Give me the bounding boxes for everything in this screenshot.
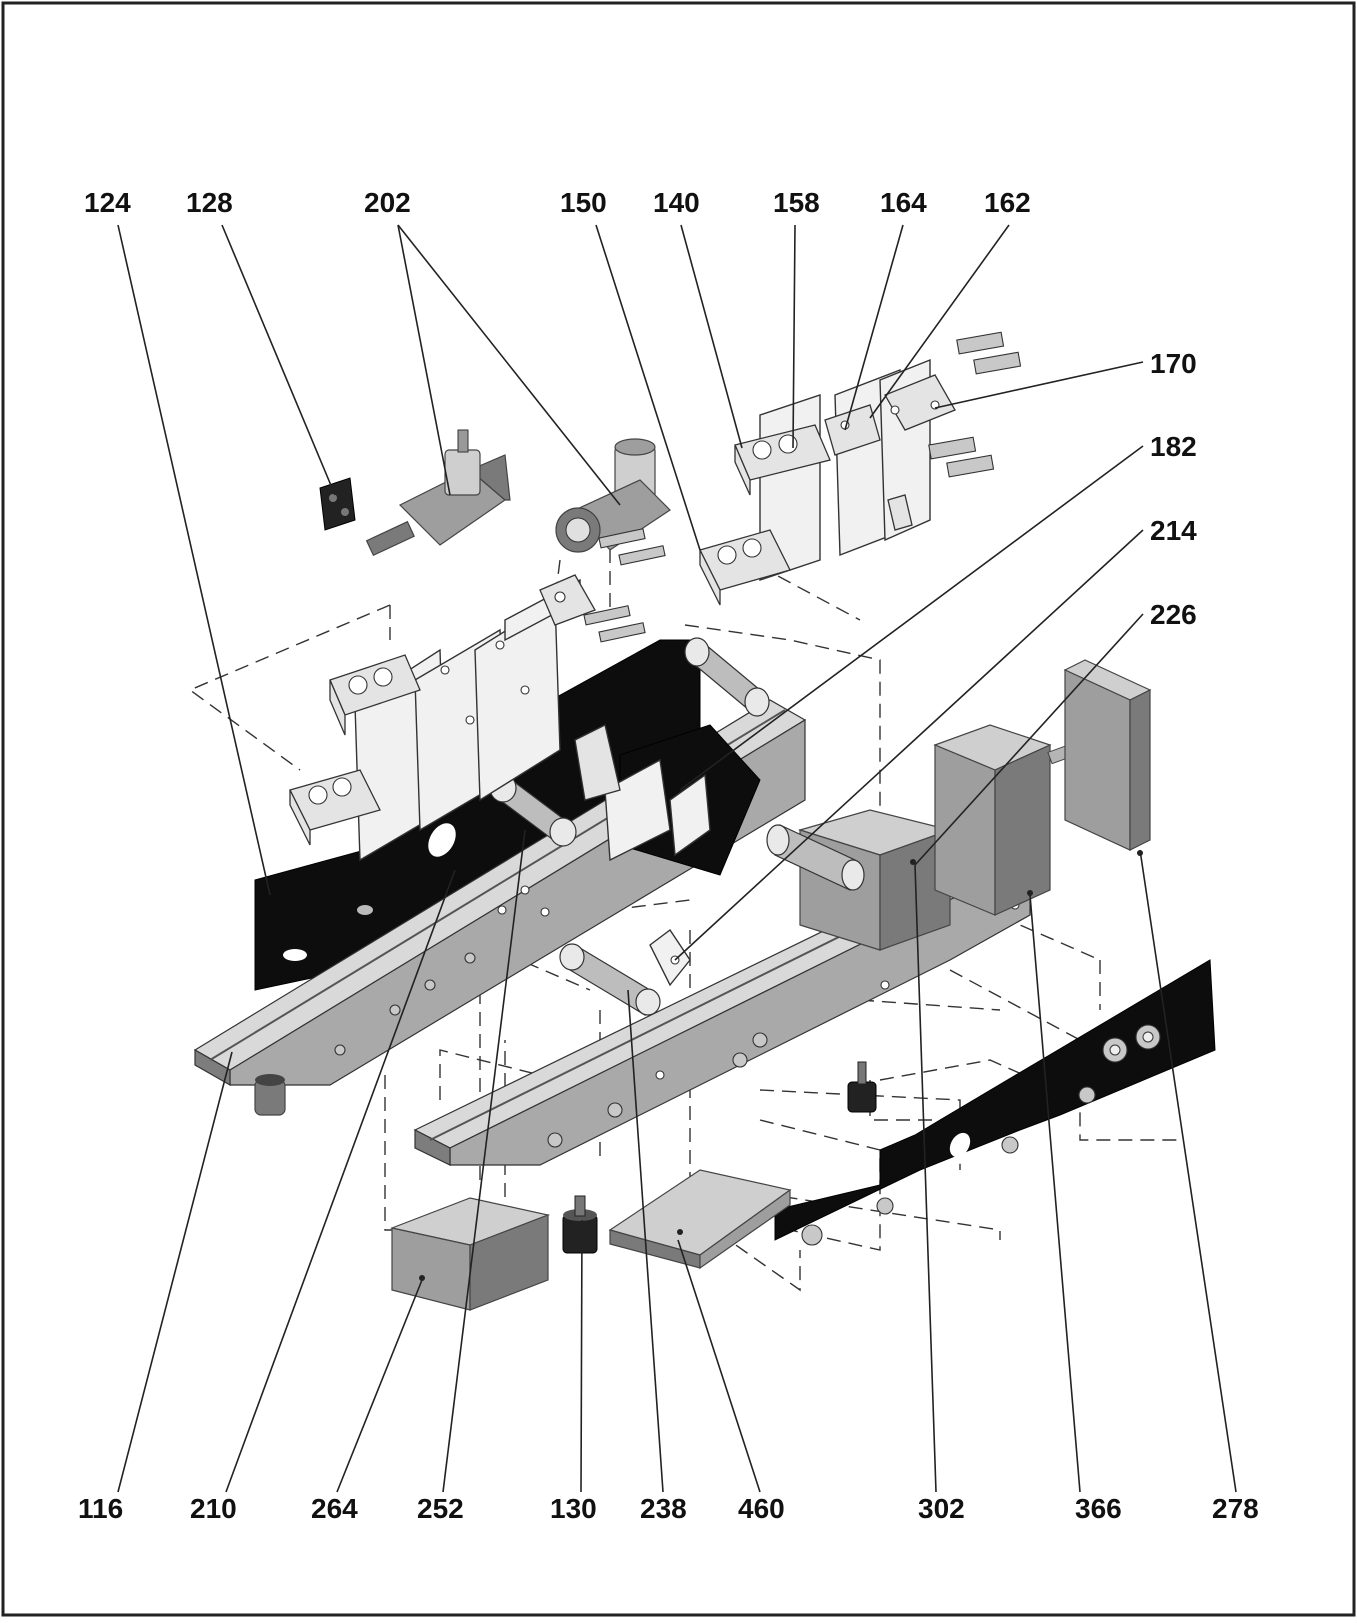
ref-label-278: 278 — [1212, 1493, 1259, 1524]
ref-label-164: 164 — [880, 187, 927, 218]
right-side-plate — [774, 959, 1216, 1246]
ref-label-162: 162 — [984, 187, 1031, 218]
ref-label-170: 170 — [1150, 348, 1197, 379]
base-plate-460 — [608, 1169, 792, 1270]
roller-right — [766, 824, 865, 891]
ref-label-366: 366 — [1075, 1493, 1122, 1524]
ref-label-158: 158 — [773, 187, 820, 218]
ref-label-226: 226 — [1150, 599, 1197, 630]
ref-label-252: 252 — [417, 1493, 464, 1524]
upper-plate-stack — [699, 331, 1022, 606]
connector-202-right — [555, 438, 671, 566]
block-264 — [389, 1197, 551, 1311]
ref-label-302: 302 — [918, 1493, 965, 1524]
clip-128 — [319, 477, 356, 531]
reference-labels: 124 128 202 150 140 158 164 162 170 182 … — [78, 187, 1259, 1524]
ref-label-460: 460 — [738, 1493, 785, 1524]
ref-label-150: 150 — [560, 187, 607, 218]
foot-mount — [847, 1061, 877, 1113]
roller-upper — [684, 637, 770, 717]
motor-block-302 — [797, 809, 953, 951]
ref-label-182: 182 — [1150, 431, 1197, 462]
ref-label-264: 264 — [311, 1493, 358, 1524]
ref-label-130: 130 — [550, 1493, 597, 1524]
ref-label-214: 214 — [1150, 515, 1197, 546]
ref-label-140: 140 — [653, 187, 700, 218]
bracket-214 — [649, 928, 691, 987]
center-bracket — [574, 724, 761, 876]
leader-lines — [117, 224, 1237, 1493]
ref-label-238: 238 — [640, 1493, 687, 1524]
roller-238 — [559, 943, 661, 1016]
ref-label-124: 124 — [84, 187, 131, 218]
assembly-dashed-lines — [188, 505, 1180, 1292]
ref-label-210: 210 — [190, 1493, 237, 1524]
ref-label-116: 116 — [78, 1493, 123, 1524]
ref-label-202: 202 — [364, 187, 411, 218]
post-130 — [562, 1195, 598, 1254]
lower-plate-stack — [289, 574, 646, 862]
connector-202-left — [365, 429, 511, 557]
ref-label-128: 128 — [186, 187, 233, 218]
plate-278 — [1063, 659, 1152, 856]
